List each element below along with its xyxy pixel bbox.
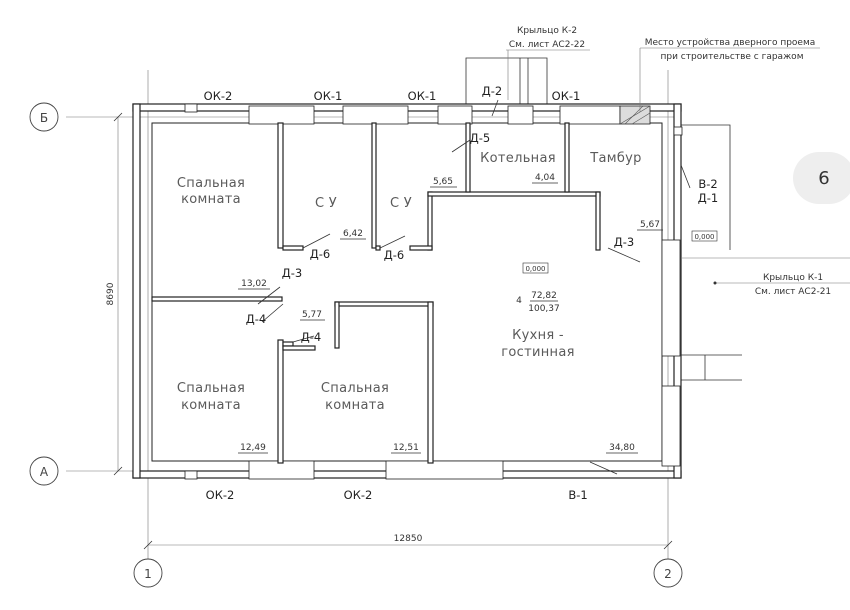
area-4-04: 4,04 xyxy=(535,173,555,183)
window-label-ok1-c: ОК-1 xyxy=(552,89,581,103)
area-12-51: 12,51 xyxy=(393,443,419,453)
svg-text:2: 2 xyxy=(664,567,672,581)
interior-walls xyxy=(151,122,601,464)
area-13-02: 13,02 xyxy=(241,279,267,289)
svg-text:Крыльцо К-2: Крыльцо К-2 xyxy=(517,26,577,36)
room-bedroom-top-line1: Спальная xyxy=(177,176,245,191)
window-label-ok2-b2: ОК-2 xyxy=(344,488,373,502)
svg-text:См. лист АС2-21: См. лист АС2-21 xyxy=(755,287,831,297)
window-label-ok1-a: ОК-1 xyxy=(314,89,343,103)
door-label-d6-a: Д-6 xyxy=(310,247,330,261)
page-number-badge[interactable]: 6 xyxy=(793,152,850,204)
level-mark-center: 0,000 xyxy=(522,262,549,274)
right-openings xyxy=(661,126,683,467)
door-label-d2: Д-2 xyxy=(482,84,502,98)
room-bath-2: С У xyxy=(390,196,412,211)
window-label-ok2-top: ОК-2 xyxy=(204,89,233,103)
room-bedroom-bl-line1: Спальная xyxy=(177,381,245,396)
svg-text:1: 1 xyxy=(144,567,152,581)
porch-k1-outline xyxy=(680,124,742,381)
area-34-80: 34,80 xyxy=(609,443,635,453)
svg-text:Место устройства дверного прое: Место устройства дверного проема xyxy=(645,38,816,48)
total-area: 4 72,82 100,37 xyxy=(516,291,560,314)
axis-bubble-b: Б xyxy=(29,102,59,132)
room-count: 4 xyxy=(516,296,522,306)
door-label-d1: Д-1 xyxy=(698,191,718,205)
room-bath-1: С У xyxy=(315,196,337,211)
svg-text:Б: Б xyxy=(40,111,48,125)
note-porch-k1: Крыльцо К-1 См. лист АС2-21 xyxy=(713,273,850,297)
axis-bubble-a: А xyxy=(29,456,59,486)
door-label-v1: В-1 xyxy=(568,488,587,502)
room-bedroom-bm-line2: комната xyxy=(325,398,385,413)
area-living: 72,82 xyxy=(531,291,557,301)
door-label-v2: В-2 xyxy=(698,177,717,191)
dimension-ticks xyxy=(113,112,673,550)
door-swings xyxy=(257,99,691,475)
door-label-d3-left: Д-3 xyxy=(282,266,302,280)
door-label-d3-right: Д-3 xyxy=(614,235,634,249)
area-12-49: 12,49 xyxy=(240,443,266,453)
note-porch-k2: Крыльцо К-2 См. лист АС2-22 xyxy=(509,26,585,50)
porch-k2-outline xyxy=(465,57,548,106)
door-label-d6-b: Д-6 xyxy=(384,248,404,262)
room-kitchen-line2: гостинная xyxy=(501,345,574,360)
room-bedroom-top-line2: комната xyxy=(181,192,241,207)
area-total: 100,37 xyxy=(528,304,560,314)
area-6-42: 6,42 xyxy=(343,229,363,239)
room-vestibule: Тамбур xyxy=(589,151,641,166)
area-5-77: 5,77 xyxy=(302,310,322,320)
svg-text:См. лист АС2-22: См. лист АС2-22 xyxy=(509,40,585,50)
window-label-ok2-b1: ОК-2 xyxy=(206,488,235,502)
door-label-d4-left: Д-4 xyxy=(246,312,266,326)
dimension-width: 12850 xyxy=(394,534,423,544)
room-bedroom-bl-line2: комната xyxy=(181,398,241,413)
door-label-d4-mid: Д-4 xyxy=(301,330,321,344)
note-garage: Место устройства дверного проема при стр… xyxy=(639,38,820,112)
svg-text:Крыльцо К-1: Крыльцо К-1 xyxy=(763,273,823,283)
area-5-65: 5,65 xyxy=(433,177,453,187)
svg-text:А: А xyxy=(40,465,49,479)
top-windows xyxy=(184,103,651,125)
axis-bubble-2: 2 xyxy=(653,558,683,588)
area-labels: 5,65 4,04 5,67 6,42 13,02 5,77 12,49 12,… xyxy=(238,173,663,454)
window-label-ok1-b: ОК-1 xyxy=(408,89,437,103)
room-boiler: Котельная xyxy=(480,151,556,166)
svg-text:0,000: 0,000 xyxy=(694,233,714,241)
svg-text:0,000: 0,000 xyxy=(525,265,545,273)
door-label-d5: Д-5 xyxy=(470,131,490,145)
axis-bubble-1: 1 xyxy=(133,558,163,588)
level-mark-right: 0,000 xyxy=(691,230,718,242)
svg-text:при строительстве с гаражом: при строительстве с гаражом xyxy=(661,52,804,62)
room-bedroom-bm-line1: Спальная xyxy=(321,381,389,396)
bottom-windows xyxy=(184,460,504,480)
area-5-67: 5,67 xyxy=(640,220,660,230)
dimension-height: 8690 xyxy=(106,282,116,305)
room-kitchen-line1: Кухня - xyxy=(512,328,564,343)
